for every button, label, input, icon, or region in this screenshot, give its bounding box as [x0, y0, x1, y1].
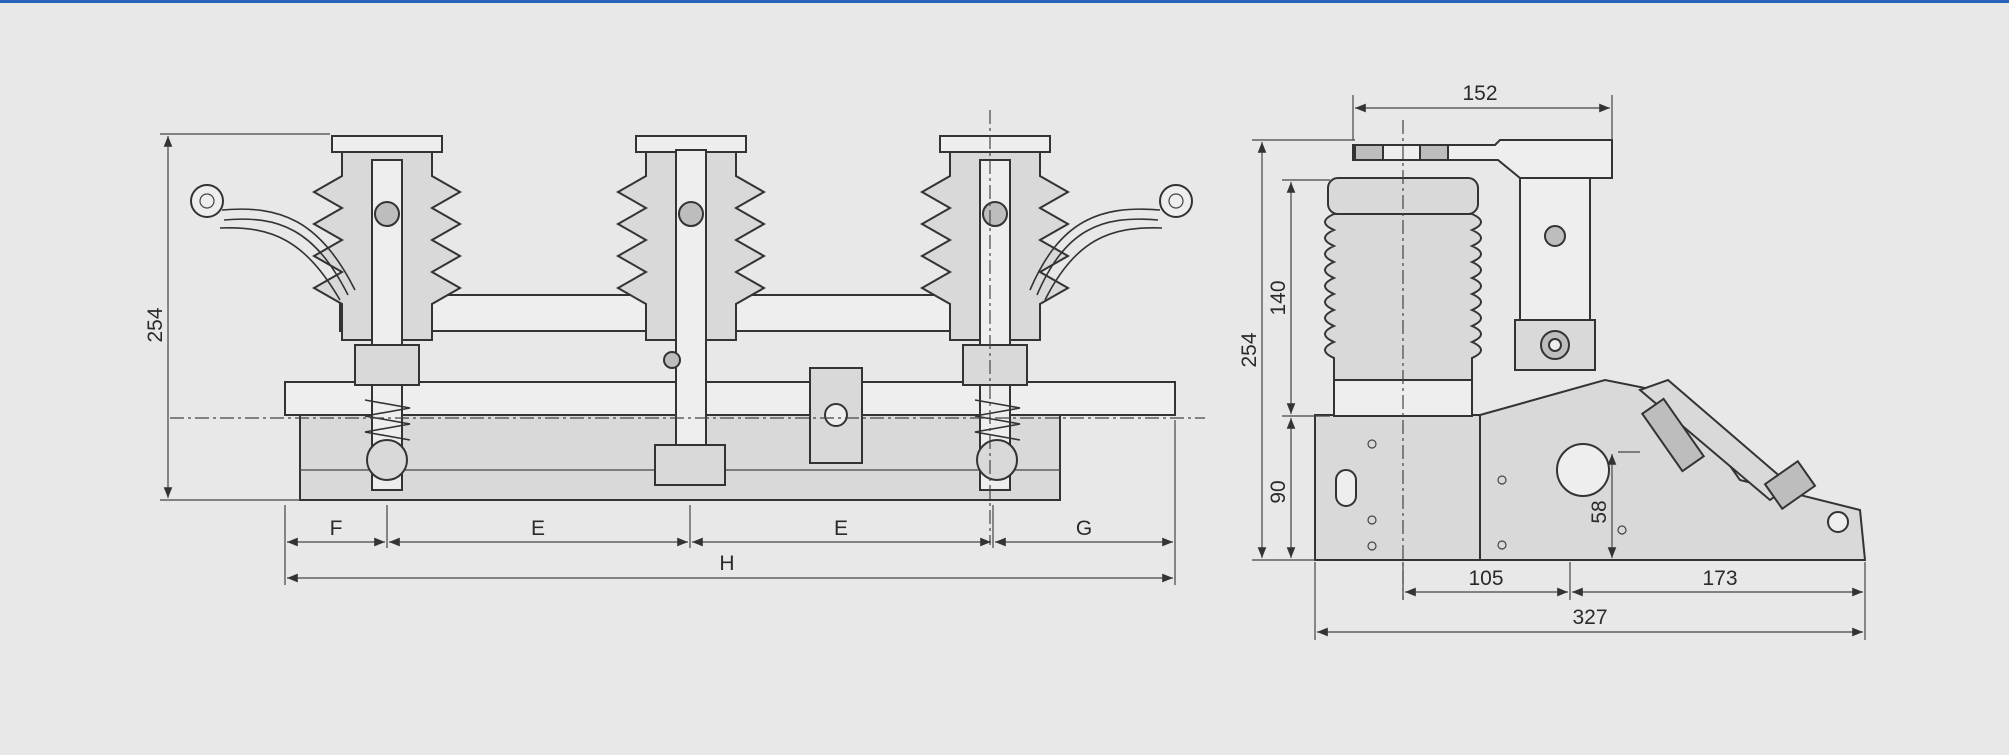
side-right-offset-label: 173 — [1702, 567, 1737, 590]
front-insulator-left — [311, 135, 463, 491]
side-view: 152 254 140 90 58 105 173 — [1238, 82, 1867, 640]
side-left-offset-label: 105 — [1468, 567, 1503, 590]
dim-f-label: F — [330, 517, 343, 540]
side-blade-arm — [1519, 177, 1591, 329]
front-spring-left — [364, 399, 411, 441]
side-base-height-label: 90 — [1267, 480, 1290, 503]
front-view: 254 F E E G H — [144, 110, 1205, 585]
front-terminal-right — [1159, 184, 1193, 218]
front-insulator-middle — [615, 135, 767, 486]
front-height-label: 254 — [144, 307, 167, 342]
dim-e-left-label: E — [531, 517, 545, 540]
front-insulator-right — [919, 135, 1071, 491]
top-rule — [0, 0, 2009, 3]
side-total-width-label: 327 — [1572, 606, 1607, 629]
front-cable-left — [221, 208, 356, 291]
side-pivot-height-label: 58 — [1588, 500, 1611, 523]
front-terminal-left — [190, 184, 224, 218]
dim-e-right-label: E — [834, 517, 848, 540]
side-total-height-label: 254 — [1238, 332, 1261, 367]
side-top-width-label: 152 — [1462, 82, 1497, 105]
side-pivot-hole — [1556, 443, 1610, 497]
side-top-contact — [1352, 139, 1613, 179]
dim-h-label: H — [719, 552, 734, 575]
front-spring-right — [974, 399, 1021, 441]
dim-g-label: G — [1076, 517, 1092, 540]
front-shaft — [284, 381, 1176, 416]
front-cable-right — [1029, 208, 1161, 291]
side-insulator-height-label: 140 — [1267, 280, 1290, 315]
